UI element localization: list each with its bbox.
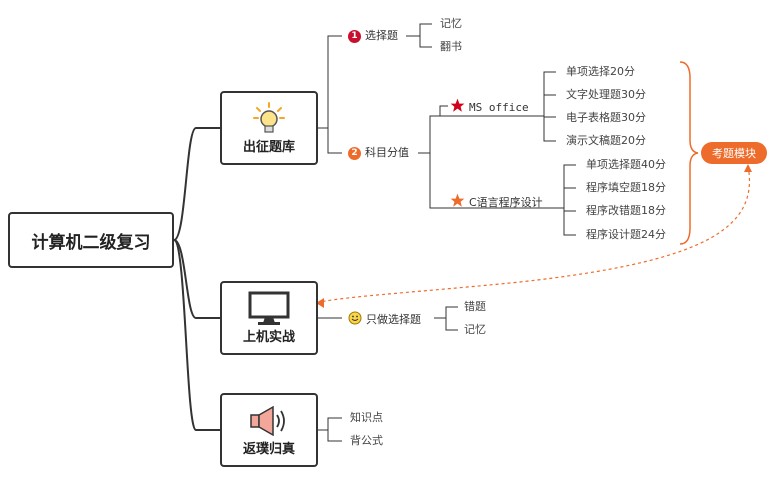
root-node[interactable]: 计算机二级复习 <box>8 212 174 268</box>
topic-subjects[interactable]: 2 科目分值 <box>348 146 409 160</box>
leaf-item[interactable]: 演示文稿题20分 <box>566 134 646 147</box>
monitor-icon <box>222 291 316 327</box>
connector-subjects <box>327 128 342 154</box>
leaf-item[interactable]: 知识点 <box>350 411 383 424</box>
leaf-item[interactable]: 电子表格题30分 <box>566 111 646 124</box>
node-question-bank[interactable]: 出征题库 <box>220 91 318 165</box>
node-back-to-basics[interactable]: 返璞归真 <box>220 393 318 467</box>
connector-ms-office <box>418 105 448 154</box>
node-label: 返璞归真 <box>242 442 295 457</box>
leaf-item[interactable]: 错题 <box>464 300 486 313</box>
connector-root-back-to-basics <box>173 239 220 431</box>
topic-choice[interactable]: 1 选择题 <box>348 29 398 43</box>
topic-label: 只做选择题 <box>366 313 421 326</box>
leaf-item[interactable]: 翻书 <box>440 40 462 53</box>
smiley-icon <box>348 311 362 329</box>
callout-exam-module[interactable]: 考题模块 <box>701 142 767 164</box>
callout-label: 考题模块 <box>712 147 756 160</box>
number-badge: 2 <box>348 146 361 160</box>
brace-bracket <box>679 61 699 245</box>
node-practice[interactable]: 上机实战 <box>220 281 318 355</box>
topic-label: MS office <box>469 100 529 114</box>
leaf-item[interactable]: 背公式 <box>350 434 383 447</box>
leaf-item[interactable]: 记忆 <box>440 17 462 30</box>
lightbulb-icon <box>222 101 316 137</box>
topic-label: 选择题 <box>365 29 398 42</box>
connector-root-question-bank <box>173 127 220 241</box>
topic-label: C语言程序设计 <box>469 195 543 209</box>
node-label: 出征题库 <box>242 140 295 155</box>
leaf-item[interactable]: 文字处理题30分 <box>566 88 646 101</box>
relation-dashed-line <box>319 165 750 303</box>
root-label: 计算机二级复习 <box>31 232 151 253</box>
connector-choice <box>318 35 342 129</box>
leaf-item[interactable]: 程序填空题18分 <box>586 181 666 194</box>
star-icon <box>450 193 465 212</box>
star-icon <box>450 98 465 117</box>
node-label: 上机实战 <box>242 330 295 345</box>
number-badge: 1 <box>348 29 361 43</box>
leaf-item[interactable]: 程序设计题24分 <box>586 228 666 241</box>
topic-only-choice[interactable]: 只做选择题 <box>348 311 421 329</box>
connector-root-practice <box>173 239 220 319</box>
topic-label: 科目分值 <box>365 146 409 159</box>
leaf-item[interactable]: 程序改错题18分 <box>586 204 666 217</box>
leaf-item[interactable]: 单项选择20分 <box>566 65 635 78</box>
topic-ms-office[interactable]: MS office <box>450 98 529 117</box>
megaphone-icon <box>222 403 316 439</box>
leaf-item[interactable]: 单项选择题40分 <box>586 158 666 171</box>
leaf-item[interactable]: 记忆 <box>464 323 486 336</box>
topic-c-language[interactable]: C语言程序设计 <box>450 193 543 212</box>
